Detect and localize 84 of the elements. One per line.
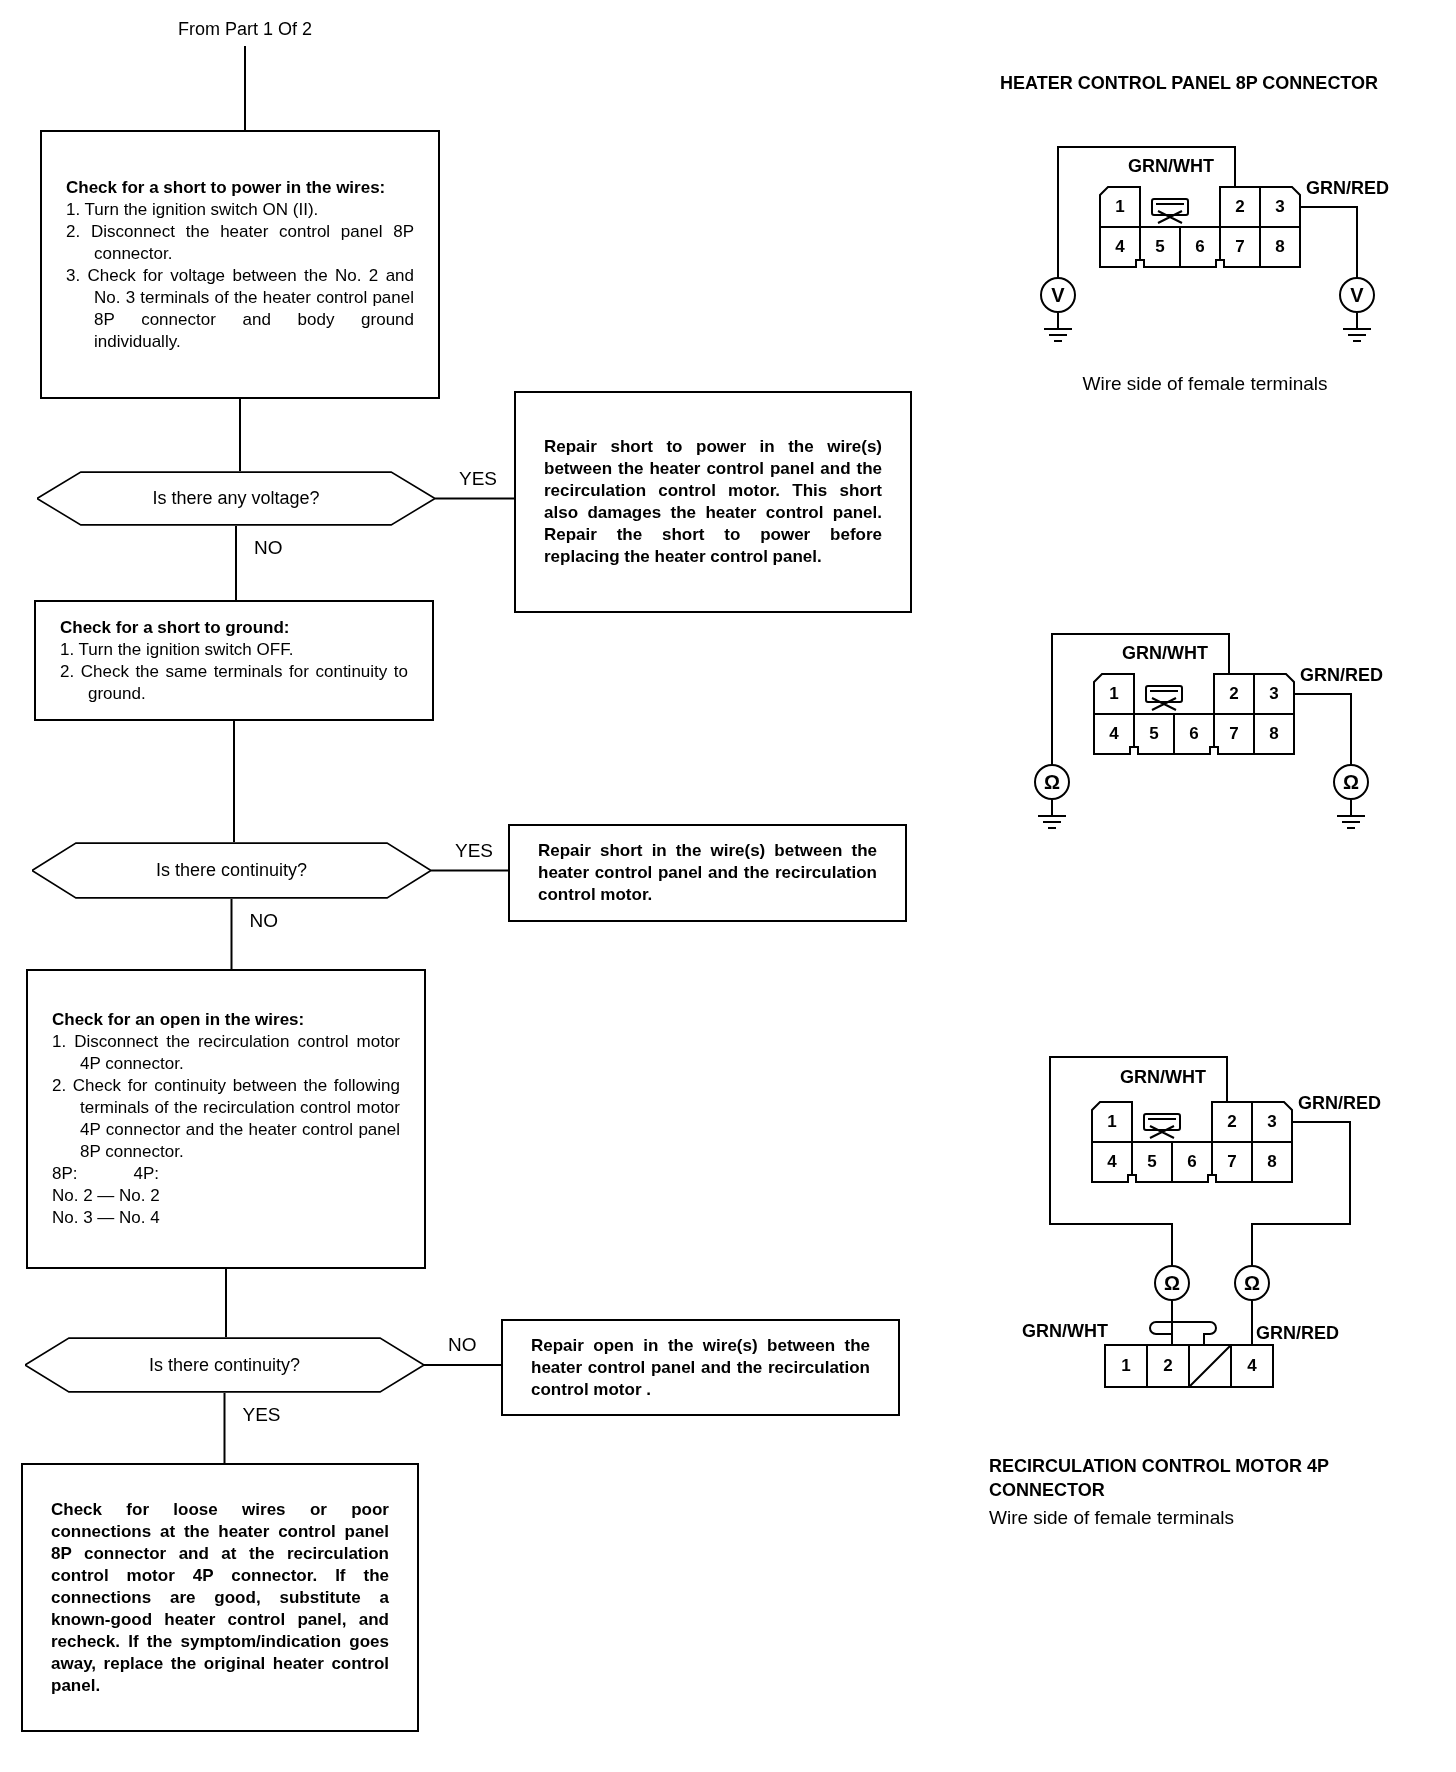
wire-color-label: GRN/RED: [1300, 664, 1383, 687]
connector-line: [239, 398, 241, 472]
step-item: 3. Check for voltage between the No. 2 and No. 3 terminals of the heater control panel 8P connector and body ground individually.: [66, 264, 414, 353]
pin-number: 1: [1121, 1355, 1131, 1378]
pin-number: 1: [1109, 683, 1119, 706]
connector-line: [235, 525, 237, 601]
pin-number: 4: [1247, 1355, 1257, 1378]
step-heading: Check for an open in the wires:: [52, 1009, 306, 1031]
pin-number: 5: [1149, 723, 1159, 746]
pin-number: 2: [1163, 1355, 1173, 1378]
wire-color-label: GRN/WHT: [1128, 155, 1214, 178]
drawing-title: HEATER CONTROL PANEL 8P CONNECTOR: [1000, 72, 1379, 95]
pin-number: 4: [1109, 723, 1119, 746]
repair-box: [21, 1463, 419, 1732]
repair-text: Check for loose wires or poor connections at the heater control panel 8P connector and at the recirculation control motor 4P connector. If the connections are good, substitute a known-good heater control panel, and recheck. If the symptom/indication goes away, replace the original heater control panel.: [51, 1498, 389, 1697]
connector-line: [423, 1364, 502, 1366]
repair-text: Repair open in the wire(s) between the heater control panel and the recirculation control motor .: [531, 1334, 870, 1401]
repair-box: [501, 1319, 900, 1416]
pin-number: 4: [1107, 1151, 1117, 1174]
repair-box: [508, 824, 907, 922]
connector-line: [430, 869, 509, 872]
pin-number: 8: [1275, 236, 1285, 259]
pin-number: 2: [1227, 1111, 1237, 1134]
repair-box: [514, 391, 912, 613]
pin-number: 2: [1229, 683, 1239, 706]
step-item: 1. Disconnect the recirculation control motor 4P connector.: [52, 1031, 400, 1075]
pin-number: 6: [1189, 723, 1199, 746]
pin-number: 5: [1155, 236, 1165, 259]
wire-color-label: GRN/RED: [1306, 177, 1389, 200]
start-label: From Part 1 Of 2: [177, 17, 312, 41]
process-box: [34, 600, 434, 721]
step-item: 2. Check the same terminals for continuity to ground.: [60, 660, 408, 705]
pin-number: 3: [1275, 196, 1285, 219]
pin-number: 6: [1195, 236, 1205, 259]
voltmeter-symbol: V: [1040, 277, 1076, 313]
pin-number: 4: [1115, 236, 1125, 259]
step-item: 1. Turn the ignition switch OFF.: [60, 638, 295, 661]
terminal-pair: No. 2 — No. 2: [52, 1185, 161, 1207]
ohmmeter-symbol: Ω: [1154, 1265, 1190, 1301]
view-note: Wire side of female terminals: [1082, 371, 1328, 396]
connector-line: [223, 1392, 226, 1464]
repair-text: Repair short to power in the wire(s) between the heater control panel and the recirculation control motor. This short also damages the heater control panel. Repair the short to power before replacing the heater control panel.: [544, 436, 882, 568]
pin-number: 8: [1267, 1151, 1277, 1174]
pin-number: 2: [1235, 196, 1245, 219]
pin-number: 3: [1269, 683, 1279, 706]
step-heading: Check for a short to ground:: [60, 616, 291, 639]
repair-text: Repair short in the wire(s) between the heater control panel and the recirculation control motor.: [538, 840, 877, 906]
pin-number: 7: [1235, 236, 1245, 259]
wire-color-label: GRN/RED: [1298, 1092, 1381, 1115]
pin-number: 5: [1147, 1151, 1157, 1174]
process-box: [26, 969, 426, 1269]
terminal-pair: No. 3 — No. 4: [52, 1207, 161, 1229]
wire-color-label: GRN/WHT: [1120, 1066, 1206, 1089]
decision-text: Is there continuity?: [155, 859, 308, 882]
connector-line: [233, 720, 235, 843]
ohmmeter-symbol: Ω: [1333, 764, 1369, 800]
voltmeter-symbol: V: [1339, 277, 1375, 313]
pin-number: 7: [1227, 1151, 1237, 1174]
decision-text: Is there continuity?: [148, 1353, 301, 1377]
connector-line: [230, 898, 233, 970]
connector-line: [225, 1268, 227, 1338]
connector-column-heading: 8P:: [52, 1163, 78, 1185]
connector-line: [434, 497, 515, 500]
step-item: 2. Check for continuity between the following terminals of the recirculation control motor 4P connector and the heater control panel 8P connector.: [52, 1075, 400, 1163]
view-note: Wire side of female terminals: [989, 1506, 1234, 1530]
wire-color-label: GRN/WHT: [1022, 1320, 1108, 1343]
pin-number: 8: [1269, 723, 1279, 746]
ohmmeter-symbol: Ω: [1234, 1265, 1270, 1301]
ohmmeter-symbol: Ω: [1034, 764, 1070, 800]
wire-color-label: GRN/RED: [1256, 1322, 1339, 1345]
step-heading: Check for a short to power in the wires:: [66, 176, 387, 199]
step-item: 1. Turn the ignition switch ON (II).: [66, 198, 320, 221]
step-item: 2. Disconnect the heater control panel 8P connector.: [66, 220, 414, 265]
pin-number: 1: [1115, 196, 1125, 219]
connector-line: [244, 45, 246, 131]
connector-column-heading: 4P:: [133, 1163, 160, 1185]
pin-number: 6: [1187, 1151, 1197, 1174]
pin-number: 3: [1267, 1111, 1277, 1134]
decision-text: Is there any voltage?: [152, 487, 320, 510]
pin-number: 7: [1229, 723, 1239, 746]
process-box: [40, 130, 440, 399]
drawing-title: RECIRCULATION CONTROL MOTOR 4P CONNECTOR: [989, 1455, 1329, 1502]
pin-number: 1: [1107, 1111, 1117, 1134]
wire-color-label: GRN/WHT: [1122, 642, 1208, 665]
